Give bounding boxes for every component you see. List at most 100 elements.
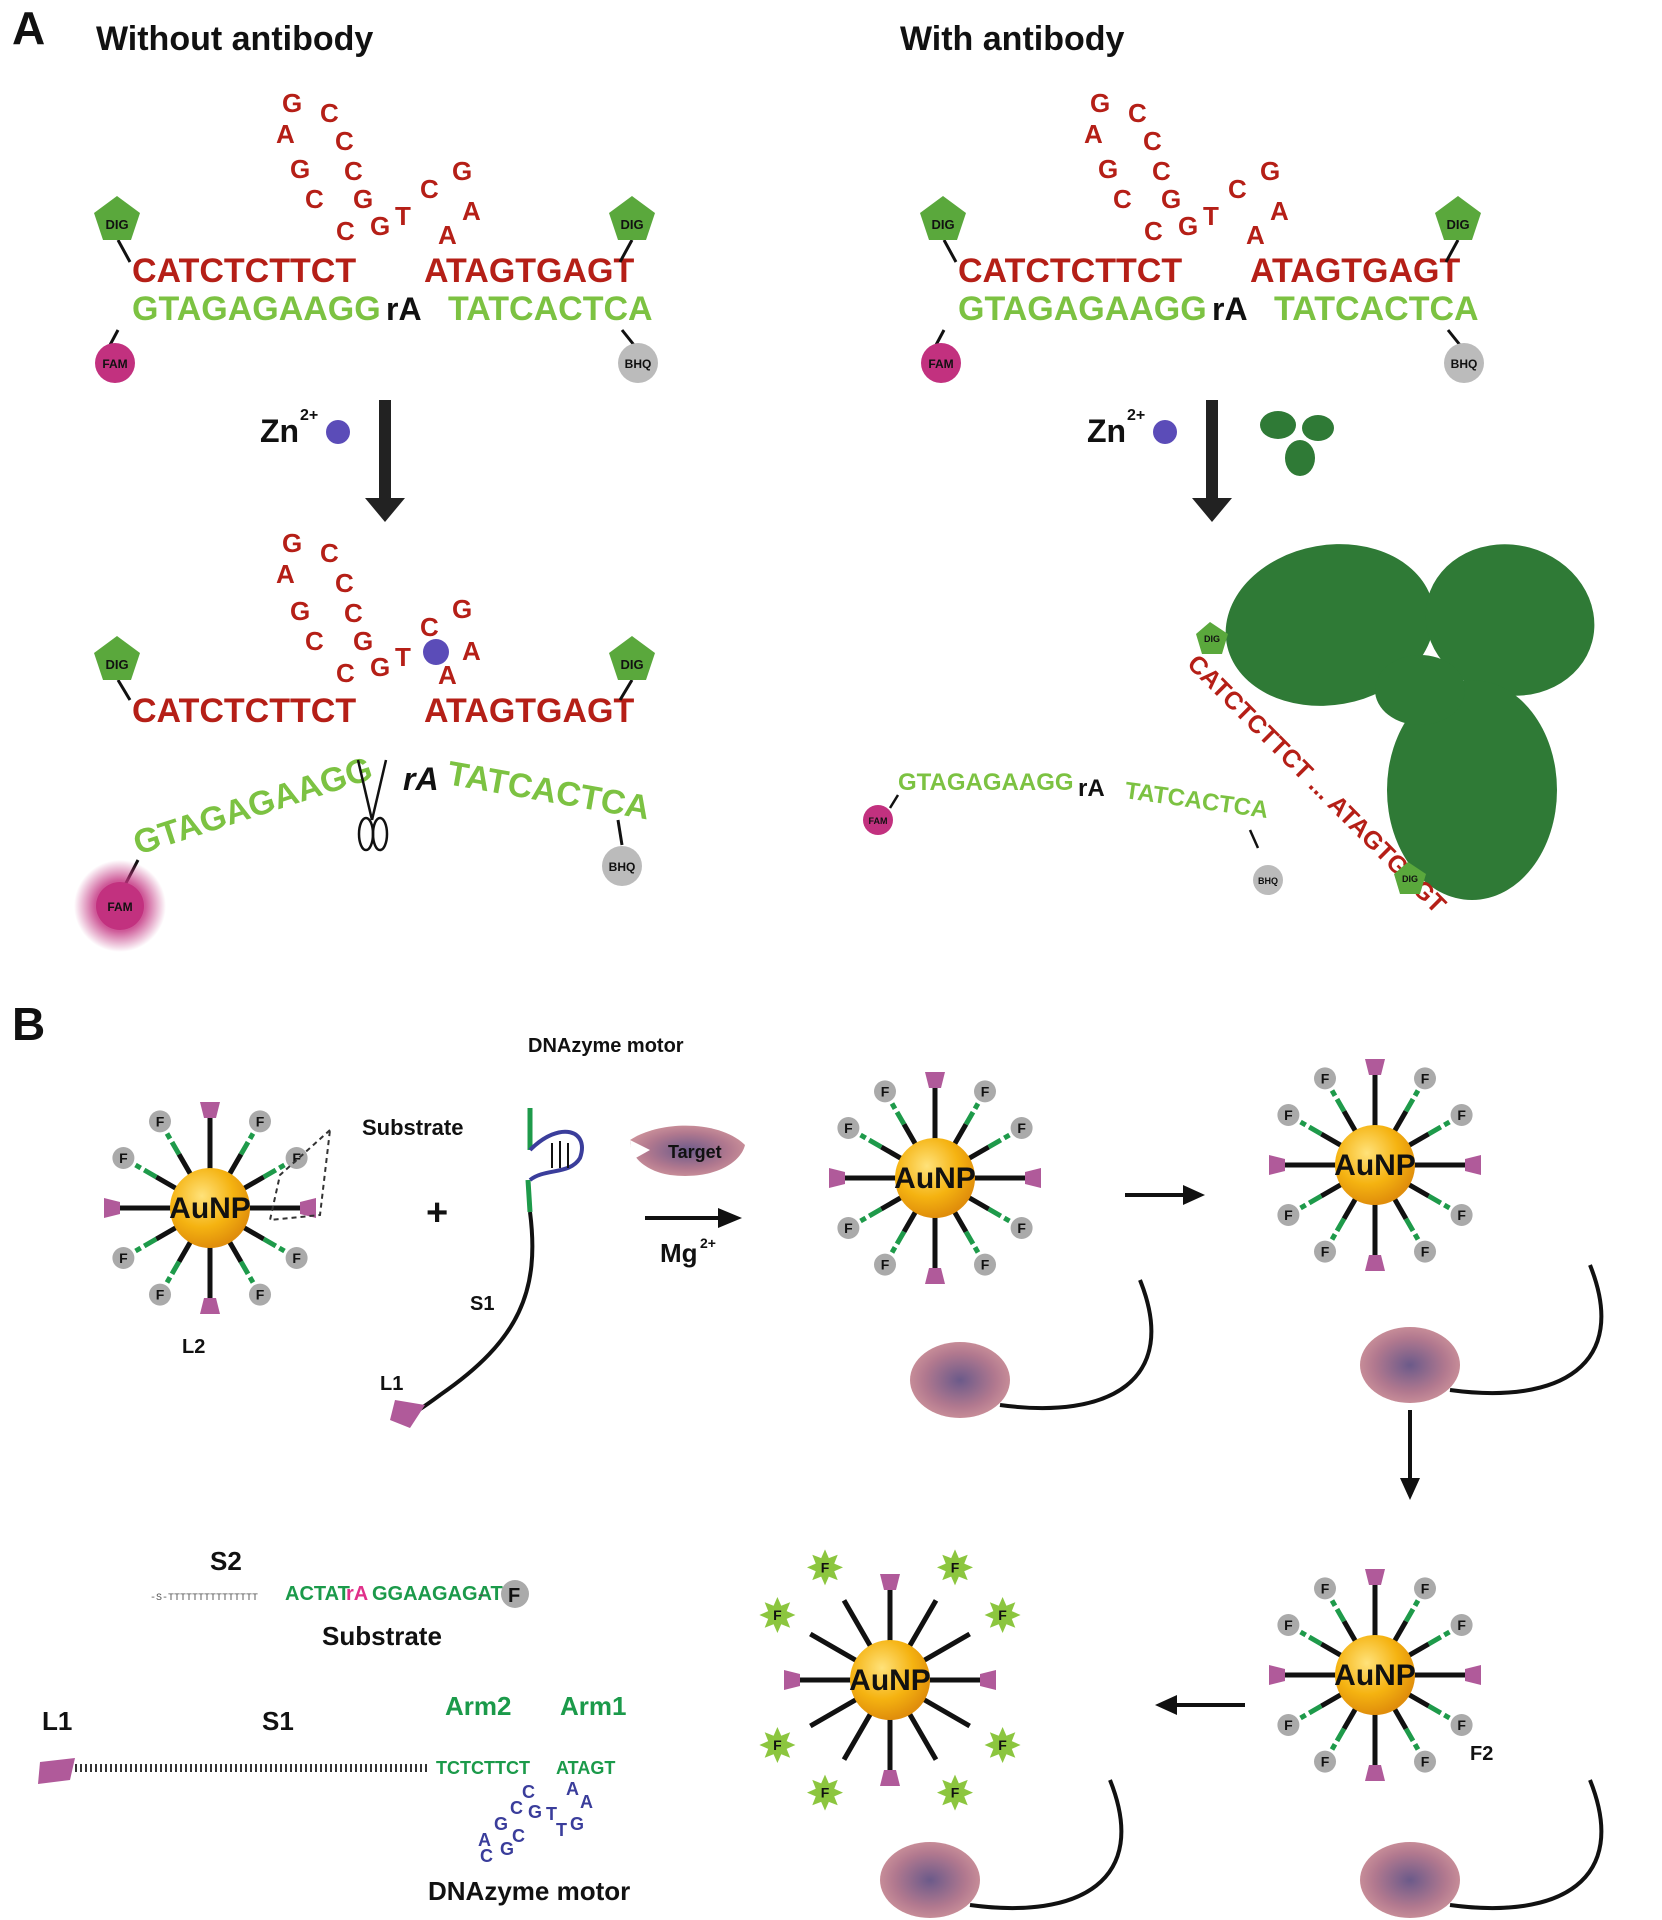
fluorophore-f-label: F	[256, 1287, 265, 1303]
svg-text:A: A	[1084, 119, 1103, 149]
fluorophore-f	[285, 1247, 308, 1269]
svg-text:C: C	[1144, 216, 1163, 246]
fluorophore-f-label: F	[1321, 1754, 1330, 1770]
ligand-tip	[1269, 1155, 1285, 1175]
released-fluorophore-label: F	[773, 1737, 782, 1753]
f2-label: F2	[1470, 1743, 1493, 1765]
fluorophore-f	[1450, 1104, 1473, 1126]
released-fluorophore	[984, 1727, 1021, 1763]
aunp-label: AuNP	[169, 1192, 251, 1225]
bound-target	[1360, 1327, 1460, 1403]
svg-text:Target: Target	[668, 1142, 722, 1162]
svg-text:BHQ: BHQ	[609, 860, 636, 874]
svg-text:TATCACTCA: TATCACTCA	[1274, 290, 1479, 328]
svg-text:C: C	[305, 626, 324, 656]
gold-nanoparticle	[170, 1168, 250, 1248]
svg-text:ACTAT: ACTAT	[285, 1583, 350, 1605]
svg-text:2+: 2+	[700, 1235, 716, 1251]
released-fluorophore-label: F	[821, 1785, 830, 1801]
svg-text:ATAGTGAGT: ATAGTGAGT	[424, 692, 634, 730]
bhq-label-top-left	[618, 343, 658, 383]
fluorophore-f-label: F	[1421, 1070, 1430, 1086]
svg-text:DIG: DIG	[620, 657, 643, 672]
l2-label: L2	[182, 1336, 205, 1358]
fluorophore-f	[112, 1247, 135, 1269]
fluorophore-f-label: F	[1421, 1754, 1430, 1770]
svg-text:FAM: FAM	[928, 357, 953, 371]
svg-text:GGAAGAGAT: GGAAGAGAT	[372, 1583, 503, 1605]
svg-text:S1: S1	[470, 1293, 494, 1315]
gold-nanoparticle	[1335, 1635, 1415, 1715]
fluorophore-f	[1277, 1204, 1300, 1226]
svg-text:L1: L1	[42, 1706, 72, 1736]
svg-text:C: C	[320, 538, 339, 568]
fluorophore-f	[1450, 1614, 1473, 1636]
svg-text:C: C	[510, 1798, 523, 1818]
ligand-tip	[1365, 1255, 1385, 1271]
svg-text:C: C	[512, 1826, 525, 1846]
ligand-tip	[880, 1574, 900, 1590]
complex-without-antibody: G C A C G C C G C G C G T A A CATCTCTTCT…	[94, 88, 658, 383]
svg-text:C: C	[1113, 184, 1132, 214]
fluorophore-f-label: F	[881, 1257, 890, 1273]
fluorophore-f-label: F	[292, 1250, 301, 1266]
released-fluorophore	[937, 1774, 973, 1811]
fluorophore-f-label: F	[156, 1113, 165, 1129]
svg-text:T: T	[556, 1820, 567, 1840]
svg-text:-S-TTTTTTTTTTTTTTT: -S-TTTTTTTTTTTTTTT	[150, 1593, 258, 1604]
svg-text:DIG: DIG	[1446, 217, 1469, 232]
svg-text:rA: rA	[346, 1583, 368, 1605]
ligand-tip	[784, 1670, 800, 1690]
gold-nanoparticle	[850, 1640, 930, 1720]
antibody-large	[1225, 544, 1595, 900]
fluorophore-f	[837, 1217, 860, 1239]
svg-text:DNAzyme motor: DNAzyme motor	[528, 1035, 684, 1057]
svg-text:C: C	[420, 174, 439, 204]
released-fluorophore-label: F	[998, 1737, 1007, 1753]
fluorophore-f-label: F	[1457, 1617, 1466, 1633]
svg-text:DIG: DIG	[1204, 634, 1220, 644]
svg-text:G: G	[370, 211, 390, 241]
fluorophore-f-label: F	[1321, 1244, 1330, 1260]
svg-text:A: A	[462, 636, 481, 666]
ra-label: rA	[386, 291, 422, 327]
svg-text:G: G	[570, 1814, 584, 1834]
fluorophore-f-label: F	[119, 1250, 128, 1266]
fluorophore-f-label: F	[981, 1257, 990, 1273]
released-fragment: GTAGAGAAGG rA TATCACTCA FAM BHQ	[863, 769, 1283, 895]
cleaved-complex-left: G C A C G C C G C G C G T A A CATCTCTTCT…	[74, 528, 655, 952]
svg-text:C: C	[1228, 174, 1247, 204]
aunp-label: AuNP	[894, 1162, 976, 1195]
fluorophore-f	[874, 1253, 896, 1276]
mg-label: Mg	[660, 1238, 698, 1268]
svg-text:S2: S2	[210, 1546, 242, 1576]
bound-target	[880, 1842, 980, 1918]
released-fluorophore-label: F	[998, 1607, 1007, 1623]
svg-text:BHQ: BHQ	[625, 357, 652, 371]
target-icon: Target	[630, 1125, 745, 1176]
zn-ion-bound	[423, 639, 449, 665]
zn-ion-left	[326, 420, 350, 444]
fluorophore-f	[1450, 1204, 1473, 1226]
fluorophore-f	[1277, 1714, 1300, 1736]
svg-text:T: T	[395, 642, 411, 672]
svg-text:F: F	[508, 1585, 520, 1607]
ligand-tip	[1465, 1155, 1481, 1175]
svg-text:A: A	[438, 220, 457, 250]
dnazyme-loop-left: G C A C G C C G C G C G T A A	[276, 88, 481, 250]
fluorophore-f	[1414, 1240, 1436, 1263]
svg-text:DNAzyme motor: DNAzyme motor	[428, 1876, 630, 1906]
strand-top-left: CATCTCTTCT	[132, 252, 356, 290]
antibody-small-icon	[1260, 411, 1334, 476]
released-fluorophore-label: F	[951, 1559, 960, 1575]
svg-text:C: C	[522, 1782, 535, 1802]
fluorophore-f	[1277, 1614, 1300, 1636]
svg-text:BHQ: BHQ	[1451, 357, 1478, 371]
svg-text:Arm2: Arm2	[445, 1691, 511, 1721]
ligand-tip	[104, 1198, 120, 1218]
svg-text:rA: rA	[403, 761, 439, 797]
fluorophore-f	[1414, 1067, 1436, 1090]
released-fluorophore	[807, 1774, 843, 1811]
